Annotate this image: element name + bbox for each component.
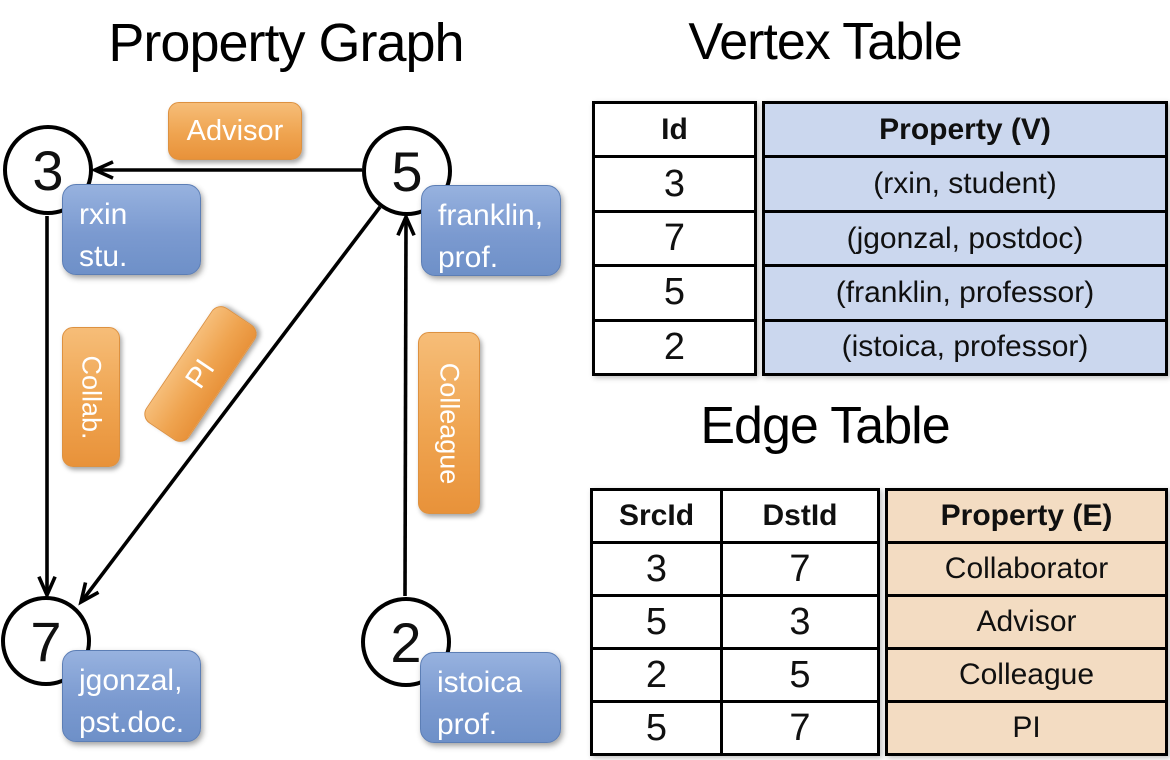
- edge-label-text: Collab.: [76, 354, 107, 440]
- edge-table-title: Edge Table: [700, 397, 950, 455]
- edge-table-row: Collaborator: [888, 541, 1165, 594]
- vertex-table-header-row: Id: [595, 104, 754, 155]
- edge-table-row: Advisor: [888, 594, 1165, 647]
- vertex-table-header-row: Property (V): [765, 104, 1165, 155]
- edge-label-text: Advisor: [186, 114, 284, 147]
- vertex-table-row: 2: [595, 318, 754, 373]
- edge-dstid-cell: 7: [789, 706, 811, 749]
- vertex-callout-franklin: franklin, prof.: [421, 185, 561, 276]
- callout-line: prof.: [438, 241, 499, 274]
- callout-line: istoica: [437, 666, 523, 699]
- callout-line: franklin,: [438, 199, 544, 232]
- vertex-property-cell: (rxin, student): [873, 167, 1057, 201]
- vertex-callout-jgonzal: jgonzal, pst.doc.: [62, 650, 201, 742]
- node-id-label: 2: [390, 610, 422, 674]
- vertex-table-header-property: Property (V): [879, 112, 1051, 146]
- edge-table-header-srcid: SrcId: [593, 491, 723, 541]
- vertex-callout-rxin: rxin stu.: [62, 184, 201, 275]
- vertex-table-row: (istoica, professor): [765, 318, 1165, 373]
- edge-table-id-columns: SrcId DstId 3 7 5 3 2 5 5 7: [590, 488, 880, 756]
- vertex-table-id-column: Id 3 7 5 2: [592, 101, 757, 376]
- vertex-table-row: 3: [595, 155, 754, 209]
- edge-table-property-column: Property (E) Collaborator Advisor Collea…: [885, 488, 1168, 756]
- arrowhead-icon-advisor: [90, 160, 114, 180]
- edge-srcid-cell: 3: [593, 544, 723, 594]
- edge-table-row: 3 7: [593, 541, 877, 594]
- edge-srcid-cell: 5: [593, 703, 723, 753]
- graph-node-2: 2: [361, 597, 451, 687]
- edge-property-cell: Advisor: [976, 605, 1077, 638]
- vertex-property-cell: (jgonzal, postdoc): [846, 221, 1084, 255]
- edge-dstid-cell: 7: [789, 547, 811, 590]
- callout-line: pst.doc.: [79, 706, 185, 739]
- edge-srcid-cell: 5: [593, 597, 723, 647]
- edge-dstid-cell: 3: [789, 600, 811, 643]
- vertex-table-row: (rxin, student): [765, 155, 1165, 209]
- edge-label-colleague: Colleague: [418, 332, 480, 514]
- vertex-id-cell: 5: [663, 271, 686, 314]
- edge-srcid-cell: 2: [593, 650, 723, 700]
- edge-table-header-row: SrcId DstId: [593, 491, 877, 541]
- vertex-property-cell: (franklin, professor): [835, 275, 1095, 309]
- edge-label-advisor: Advisor: [168, 102, 302, 160]
- node-id-label: 7: [30, 609, 62, 673]
- vertex-id-cell: 3: [663, 162, 686, 205]
- vertex-table-row: 5: [595, 264, 754, 318]
- vertex-callout-istoica: istoica prof.: [420, 652, 561, 743]
- vertex-table-property-column: Property (V) (rxin, student) (jgonzal, p…: [762, 101, 1168, 376]
- edge-label-text: Colleague: [434, 362, 465, 484]
- vertex-table-header-id: Id: [661, 112, 688, 146]
- vertex-table-row: (franklin, professor): [765, 264, 1165, 318]
- graph-edges-layer: [37, 160, 416, 606]
- edge-table-row: 2 5: [593, 647, 877, 700]
- node-id-label: 3: [32, 138, 64, 202]
- callout-line: prof.: [437, 708, 498, 741]
- graph-title: Property Graph: [108, 13, 464, 73]
- vertex-property-cell: (istoica, professor): [841, 330, 1089, 364]
- callout-line: jgonzal,: [79, 664, 183, 697]
- edge-dstid-cell: 5: [789, 653, 811, 696]
- edge-table-row: PI: [888, 700, 1165, 753]
- edge-table-row: 5 3: [593, 594, 877, 647]
- arrowhead-icon-colleague: [396, 212, 416, 237]
- edge-line-pi: [80, 205, 382, 603]
- vertex-table-row: (jgonzal, postdoc): [765, 209, 1165, 264]
- node-id-label: 5: [391, 139, 423, 203]
- arrowhead-icon-pi: [78, 582, 100, 606]
- vertex-id-cell: 2: [663, 325, 686, 368]
- edge-property-cell: Collaborator: [944, 552, 1109, 585]
- edge-label-text: PI: [179, 353, 222, 395]
- edge-table-header-row: Property (E): [888, 491, 1165, 541]
- edge-line-colleague: [403, 219, 408, 597]
- edge-table-row: Colleague: [888, 647, 1165, 700]
- callout-line: rxin: [79, 198, 128, 231]
- edge-property-cell: PI: [1012, 711, 1041, 744]
- arrowhead-icon-collaborator: [37, 575, 57, 600]
- edge-table-row: 5 7: [593, 700, 877, 753]
- vertex-table-row: 7: [595, 209, 754, 264]
- edge-table-header-dstid: DstId: [762, 499, 838, 532]
- vertex-id-cell: 7: [663, 217, 686, 260]
- edge-property-cell: Colleague: [958, 658, 1095, 691]
- callout-line: stu.: [79, 240, 128, 273]
- vertex-table-title: Vertex Table: [688, 13, 962, 71]
- edge-label-collaborator: Collab.: [62, 327, 120, 467]
- edge-table-header-property: Property (E): [940, 499, 1113, 532]
